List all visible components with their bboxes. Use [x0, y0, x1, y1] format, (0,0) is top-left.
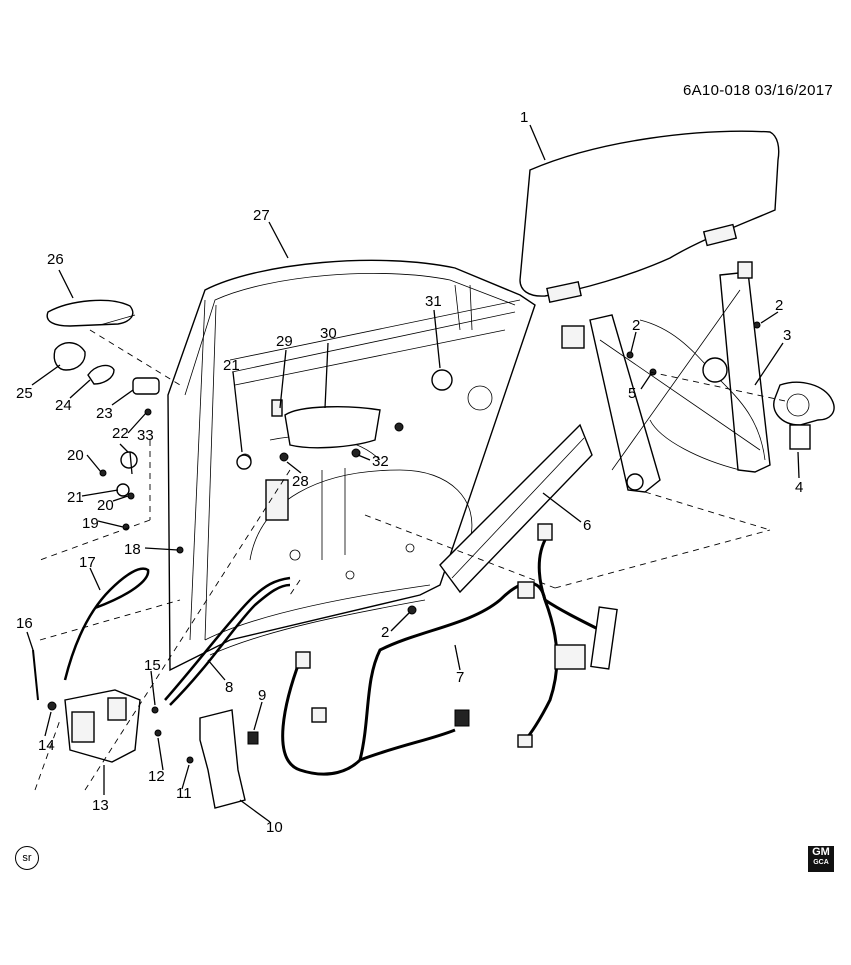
door-latch-13 [47, 689, 141, 763]
callout-2c: 2 [381, 624, 389, 641]
rod-cable-17 [63, 567, 150, 681]
assembly-lines [34, 329, 791, 791]
callout-4: 4 [795, 479, 803, 496]
window-regulator-3 [561, 261, 771, 493]
callout-11: 11 [176, 785, 192, 802]
wire-harness-7 [281, 523, 618, 776]
callout-25: 25 [16, 385, 33, 402]
callout-5: 5 [628, 385, 636, 402]
lock-cable-8 [164, 576, 291, 706]
callout-31: 31 [425, 293, 442, 310]
callout-7: 7 [456, 669, 464, 686]
callout-17: 17 [79, 554, 96, 571]
callout-15: 15 [144, 657, 161, 674]
callout-30: 30 [320, 325, 337, 342]
sr-badge: sr [15, 846, 39, 870]
callout-23: 23 [96, 405, 113, 422]
callout-2b: 2 [775, 297, 783, 314]
window-motor-4 [773, 381, 835, 450]
bracket-10 [199, 709, 259, 809]
callout-12: 12 [148, 768, 165, 785]
callout-32: 32 [372, 453, 389, 470]
callout-8: 8 [225, 679, 233, 696]
callout-21a: 21 [223, 357, 240, 374]
escutcheon-24 [87, 364, 115, 385]
callout-1: 1 [520, 109, 528, 126]
cap-25 [53, 342, 86, 371]
drawing-id: 6A10-018 [682, 82, 751, 99]
callout-33: 33 [137, 427, 154, 444]
door-frame-27 [167, 259, 536, 672]
callout-20b: 20 [97, 497, 114, 514]
callout-22: 22 [112, 425, 129, 442]
hardware [99, 321, 761, 764]
window-glass-1 [519, 130, 780, 304]
water-deflector-6 [439, 423, 593, 594]
callout-19: 19 [82, 515, 99, 532]
leader-lines [26, 124, 800, 823]
callout-21b: 21 [67, 489, 84, 506]
callout-9: 9 [258, 687, 266, 704]
callout-3: 3 [783, 327, 791, 344]
callout-20a: 20 [67, 447, 84, 464]
callout-27: 27 [253, 207, 270, 224]
callout-6: 6 [583, 517, 591, 534]
lock-cylinder-23 [132, 377, 160, 395]
callout-13: 13 [92, 797, 109, 814]
callout-10: 10 [266, 819, 283, 836]
outside-handle-26 [46, 299, 136, 327]
callout-18: 18 [124, 541, 141, 558]
callout-26: 26 [47, 251, 64, 268]
gm-logo-text: GM [812, 846, 830, 858]
callout-14: 14 [38, 737, 55, 754]
drawing-header: 6A10-018 03/16/2017 [683, 82, 833, 99]
gm-logo: GM GCA [808, 846, 834, 872]
callout-16: 16 [16, 615, 33, 632]
gm-logo-subtext: GCA [813, 859, 829, 866]
callout-2a: 2 [632, 317, 640, 334]
drawing-date: 03/16/2017 [754, 82, 833, 99]
callout-24: 24 [55, 397, 72, 414]
callout-28: 28 [292, 473, 309, 490]
rod-16 [32, 649, 39, 701]
callout-29: 29 [276, 333, 293, 350]
callout-labels: 1 2 2 2 3 4 5 6 7 8 9 10 11 12 13 14 15 … [16, 109, 803, 836]
